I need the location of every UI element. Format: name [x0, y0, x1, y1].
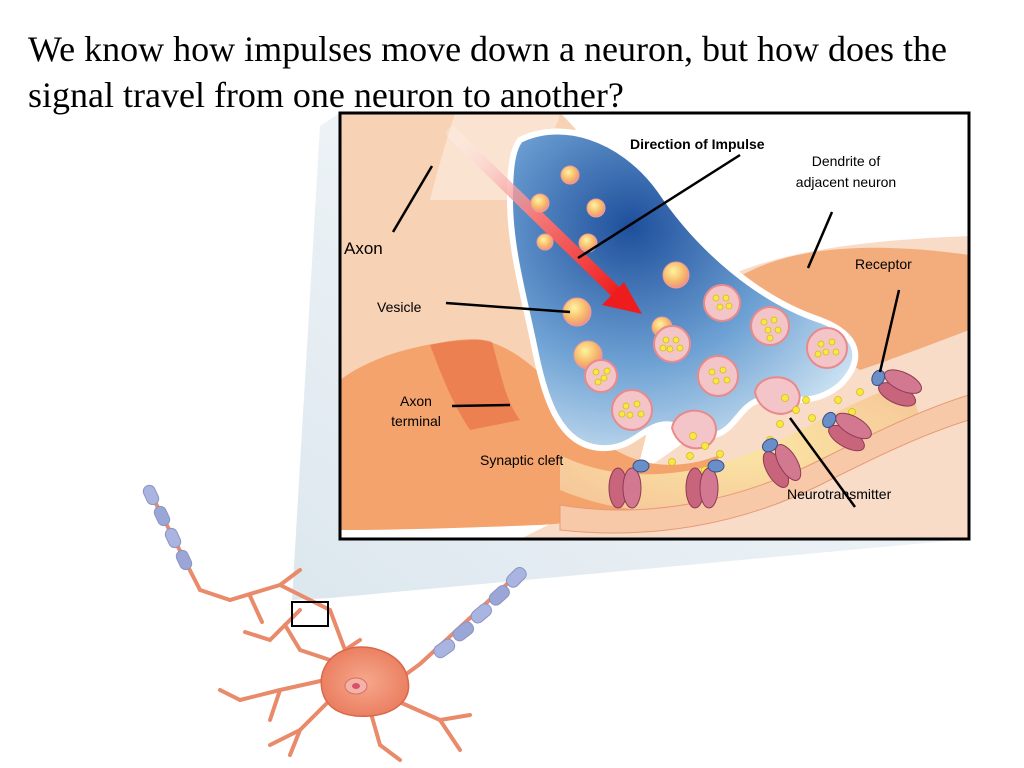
vesicles: [530, 165, 848, 450]
receptors: [608, 369, 922, 509]
zoom-source-box: [291, 601, 329, 627]
label-axon-terminal-line1: Axon: [400, 393, 432, 409]
myelinated-axon-left: [142, 484, 202, 591]
impulse-arrow: [446, 127, 642, 314]
synapse-panel-border: [338, 111, 971, 541]
synapse-panel: [340, 113, 969, 539]
label-direction-of-impulse: Direction of Impulse: [630, 136, 765, 152]
label-neurotransmitter: Neurotransmitter: [787, 486, 892, 502]
slide-title: We know how impulses move down a neuron,…: [28, 29, 947, 115]
leader-lines: [391, 153, 901, 508]
label-vesicle: Vesicle: [377, 299, 422, 315]
dendrites: [198, 568, 472, 762]
label-receptor: Receptor: [855, 256, 912, 272]
label-axon-terminal-line2: terminal: [391, 413, 441, 429]
magnification-beam: [292, 113, 969, 600]
label-axon: Axon: [344, 239, 383, 258]
label-dendrite-line1: Dendrite of: [812, 153, 881, 169]
neuron-illustration: [142, 484, 527, 762]
label-dendrite-line2: adjacent neuron: [796, 174, 896, 190]
neurotransmitter-molecules: [668, 388, 864, 474]
label-synaptic-cleft: Synaptic cleft: [480, 452, 563, 468]
myelinated-axon-right: [418, 566, 527, 666]
